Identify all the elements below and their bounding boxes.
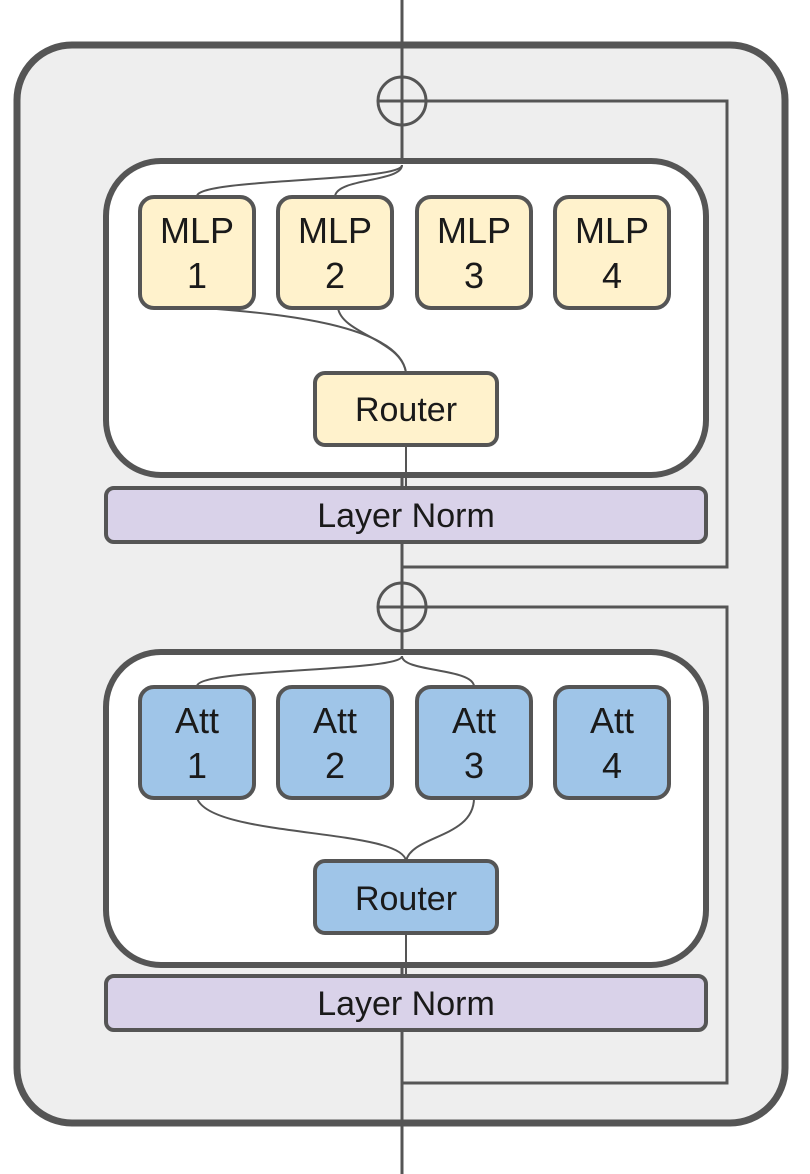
route-line xyxy=(196,164,403,197)
circle-plus-icon xyxy=(376,75,428,127)
expert-number: 4 xyxy=(602,255,622,296)
expert-mlp-4[interactable]: MLP 4 xyxy=(553,195,671,310)
expert-number: 2 xyxy=(325,255,345,296)
expert-label: MLP xyxy=(575,210,649,251)
expert-mlp-1[interactable]: MLP 1 xyxy=(138,195,256,310)
route-line xyxy=(334,164,403,197)
layer-norm-bottom[interactable]: Layer Norm xyxy=(104,974,708,1032)
expert-att-2[interactable]: Att 2 xyxy=(276,685,394,800)
expert-label: MLP xyxy=(160,210,234,251)
expert-number: 3 xyxy=(464,255,484,296)
expert-att-1[interactable]: Att 1 xyxy=(138,685,256,800)
expert-number: 1 xyxy=(187,745,207,786)
expert-att-3[interactable]: Att 3 xyxy=(415,685,533,800)
circle-plus-icon xyxy=(376,581,428,633)
route-line xyxy=(196,655,403,687)
route-line xyxy=(337,307,407,374)
expert-label: Att xyxy=(452,700,496,741)
layer-norm-label: Layer Norm xyxy=(317,497,495,535)
expert-number: 3 xyxy=(464,745,484,786)
expert-number: 2 xyxy=(325,745,345,786)
expert-mlp-2[interactable]: MLP 2 xyxy=(276,195,394,310)
layer-norm-label: Layer Norm xyxy=(317,985,495,1023)
route-line xyxy=(196,797,407,862)
expert-label: Att xyxy=(590,700,634,741)
route-line xyxy=(405,797,475,862)
mlp-router[interactable]: Router xyxy=(313,371,499,447)
skip-connection-top xyxy=(402,99,729,569)
skip-connection-bottom xyxy=(402,605,729,1085)
expert-label: MLP xyxy=(298,210,372,251)
route-line xyxy=(401,655,475,687)
expert-number: 4 xyxy=(602,745,622,786)
expert-label: Att xyxy=(313,700,357,741)
router-label: Router xyxy=(355,391,457,429)
attention-router[interactable]: Router xyxy=(313,859,499,935)
expert-mlp-3[interactable]: MLP 3 xyxy=(415,195,533,310)
expert-att-4[interactable]: Att 4 xyxy=(553,685,671,800)
layer-norm-top[interactable]: Layer Norm xyxy=(104,486,708,544)
expert-label: MLP xyxy=(437,210,511,251)
router-label: Router xyxy=(355,880,457,918)
expert-number: 1 xyxy=(187,255,207,296)
expert-label: Att xyxy=(175,700,219,741)
